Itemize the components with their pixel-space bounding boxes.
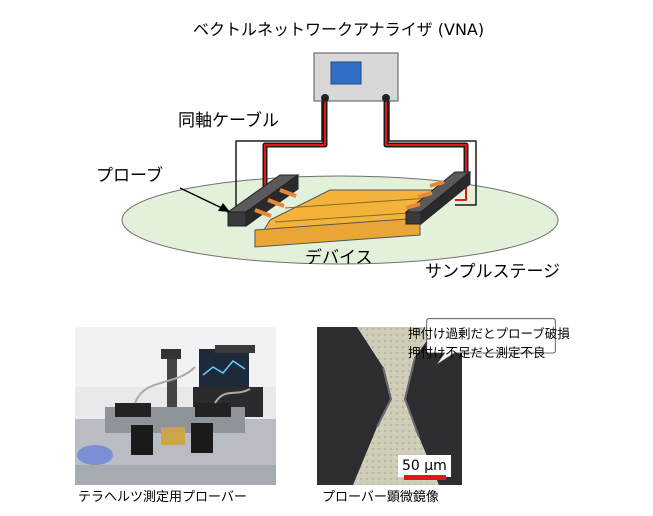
vna-instrument — [313, 52, 399, 102]
probe-tip — [405, 202, 421, 210]
vna-screen — [330, 61, 362, 85]
vna-port-left — [321, 94, 329, 102]
probe-tip — [254, 208, 272, 218]
callout-text: 押付け過剰だとプローブ破損 押付け不足だと測定不良 — [408, 324, 570, 362]
probe-label: プローブ — [96, 166, 163, 186]
vna-port-right — [382, 94, 390, 102]
probe-arrow — [179, 187, 230, 212]
probe-right — [404, 170, 472, 226]
vna-title: ベクトルネットワークアナライザ (VNA) — [193, 20, 485, 39]
probe-tip — [417, 191, 433, 199]
microscope-photo-caption: プローバー顕微鏡像 — [322, 490, 439, 505]
coax-cable-label: 同軸ケーブル — [178, 111, 279, 131]
callout-line-1: 押付け過剰だとプローブ破損 — [408, 326, 570, 341]
setup-photo-caption: テラヘルツ測定用プローバー — [78, 490, 247, 505]
probe-tip — [267, 198, 285, 208]
coax-cables — [235, 100, 477, 211]
probe-tip — [429, 180, 445, 188]
device-label: デバイス — [305, 248, 373, 268]
scale-bar — [404, 475, 446, 480]
prober-setup-photo — [75, 327, 276, 485]
probe-left — [226, 174, 300, 227]
scale-bar-label: 50 µm — [398, 455, 451, 477]
measurement-setup-diagram — [121, 52, 559, 265]
sample-stage-label: サンプルステージ — [425, 262, 561, 282]
probe-tip — [279, 188, 297, 198]
callout-line-2: 押付け不足だと測定不良 — [408, 345, 546, 360]
callout-bubble — [426, 318, 556, 366]
